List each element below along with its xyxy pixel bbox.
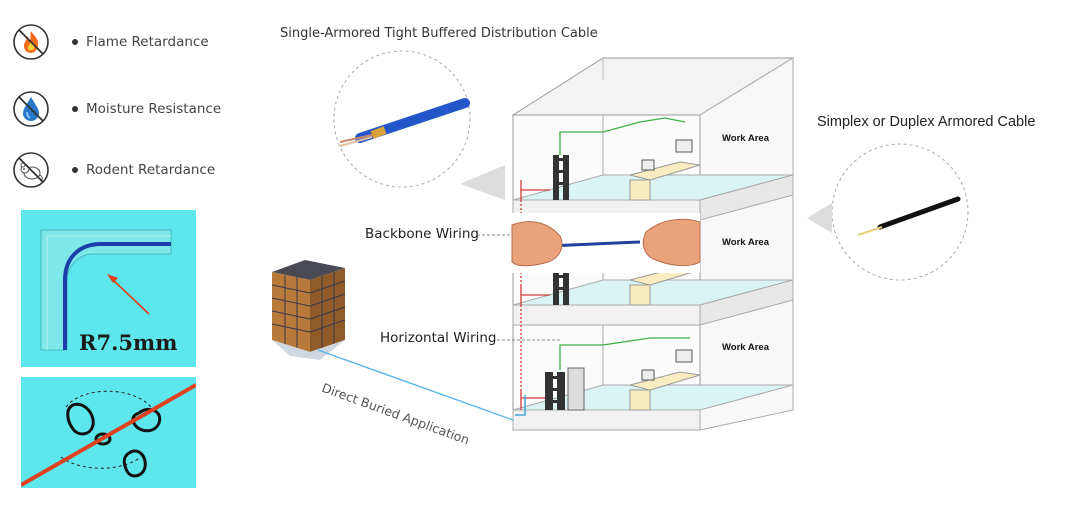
horizontal-wiring-label: Horizontal Wiring [380, 330, 497, 346]
work-area-label: Work Area [722, 342, 769, 353]
feature-label: Rodent Retardance [86, 162, 216, 178]
bend-radius-label: R7.5mm [79, 330, 178, 355]
work-area-label: Work Area [722, 237, 769, 248]
single-armored-cable-label: Single-Armored Tight Buffered Distributi… [280, 26, 598, 41]
feature-label: Moisture Resistance [86, 101, 222, 117]
water-drop-icon [13, 91, 49, 127]
backbone-wiring-label: Backbone Wiring [365, 226, 479, 242]
bullet [72, 167, 78, 173]
rodent-icon [13, 152, 49, 188]
flame-icon [13, 24, 49, 60]
server-cabinet [567, 367, 585, 411]
simplex-duplex-cable-label: Simplex or Duplex Armored Cable [817, 114, 1036, 130]
bend-radius-diagram [21, 210, 196, 367]
server-rack [545, 155, 569, 410]
tall-building-icon [271, 260, 346, 360]
no-stepping-icon [21, 377, 196, 488]
floor-slab [512, 279, 794, 326]
bend-radius-tile: R7.5mm [21, 210, 196, 367]
no-stepping-tile [21, 377, 196, 488]
bullet [72, 106, 78, 112]
direct-buried-line [317, 349, 514, 421]
work-area-label: Work Area [722, 133, 769, 144]
cable-in-hands-photo [511, 213, 701, 273]
feature-rodent: Rodent Retardance [12, 150, 215, 190]
bullet [72, 39, 78, 45]
workstations [629, 139, 701, 411]
zoom-circle-single-armored [333, 50, 505, 200]
feature-label: Flame Retardance [86, 34, 209, 50]
feature-flame: Flame Retardance [12, 22, 209, 62]
zoom-circle-armored-cable [807, 143, 969, 281]
feature-moisture: Moisture Resistance [12, 89, 221, 129]
